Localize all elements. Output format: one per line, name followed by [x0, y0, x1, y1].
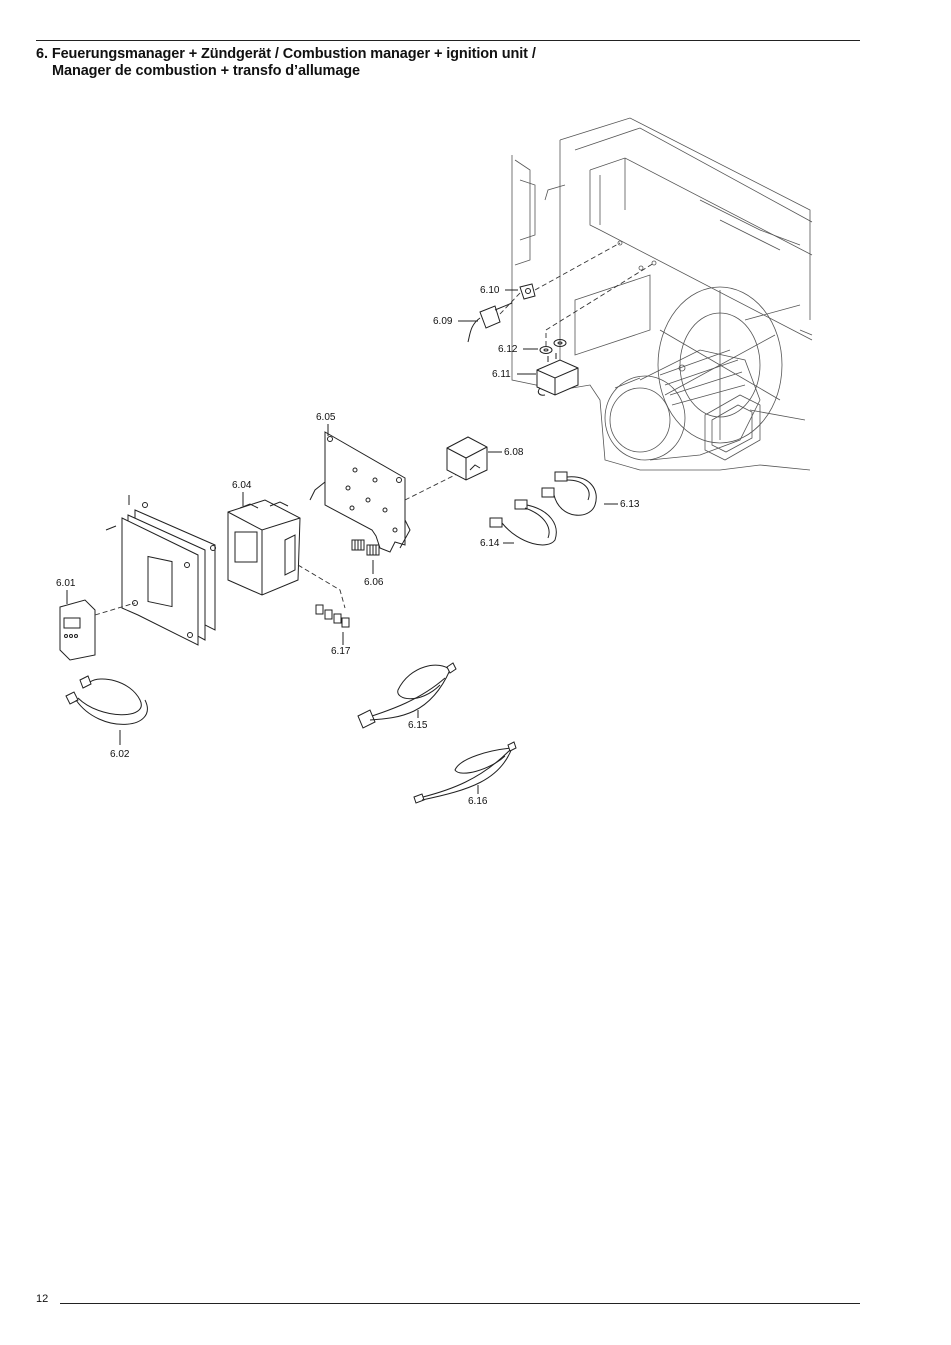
label-6-11: 6.11 [492, 369, 511, 380]
label-6-08: 6.08 [504, 447, 524, 458]
label-6-10: 6.10 [480, 285, 500, 296]
label-6-06: 6.06 [364, 577, 384, 588]
callout-leaders [66, 289, 618, 794]
part-6-08-ignition-module [446, 436, 488, 481]
page-title: 6. Feuerungsmanager + Zündgerät / Combus… [36, 46, 866, 80]
top-rule [36, 40, 860, 41]
title-line-1: 6. Feuerungsmanager + Zündgerät / Combus… [36, 46, 536, 62]
label-6-04: 6.04 [232, 480, 252, 491]
part-6-11-ignition-transformer [536, 353, 579, 396]
part-6-01-display-unit [59, 599, 136, 661]
part-6-10-flange [519, 242, 621, 300]
part-6-12-washers [539, 262, 655, 354]
label-6-16: 6.16 [468, 796, 488, 807]
label-6-13: 6.13 [620, 499, 640, 510]
part-6-13-cable [541, 471, 597, 516]
part-6-16-cable [413, 741, 517, 804]
part-6-06-plug-connectors [351, 539, 380, 556]
part-6-17-connectors [315, 604, 350, 628]
part-6-14-cable [489, 499, 557, 546]
part-6-05-mounting-plate [309, 431, 466, 553]
title-line-2: Manager de combustion + transfo d’alluma… [52, 63, 361, 79]
page-number: 12 [36, 1293, 49, 1305]
label-6-12: 6.12 [498, 344, 518, 355]
part-6-15-cable [357, 662, 457, 729]
part-6-02-cable [65, 675, 148, 725]
label-6-14: 6.14 [480, 538, 500, 549]
part-6-04-combustion-manager [227, 499, 346, 609]
label-6-02: 6.02 [110, 749, 130, 760]
cover-frame-plates [105, 495, 216, 646]
label-6-17: 6.17 [331, 646, 351, 657]
label-6-01: 6.01 [56, 578, 76, 589]
burner-housing-outline [511, 117, 813, 471]
part-6-09-ionisation-electrode [467, 292, 521, 343]
label-6-15: 6.15 [408, 720, 428, 731]
label-6-05: 6.05 [316, 412, 336, 423]
label-6-09: 6.09 [433, 316, 453, 327]
bottom-rule [60, 1303, 860, 1304]
